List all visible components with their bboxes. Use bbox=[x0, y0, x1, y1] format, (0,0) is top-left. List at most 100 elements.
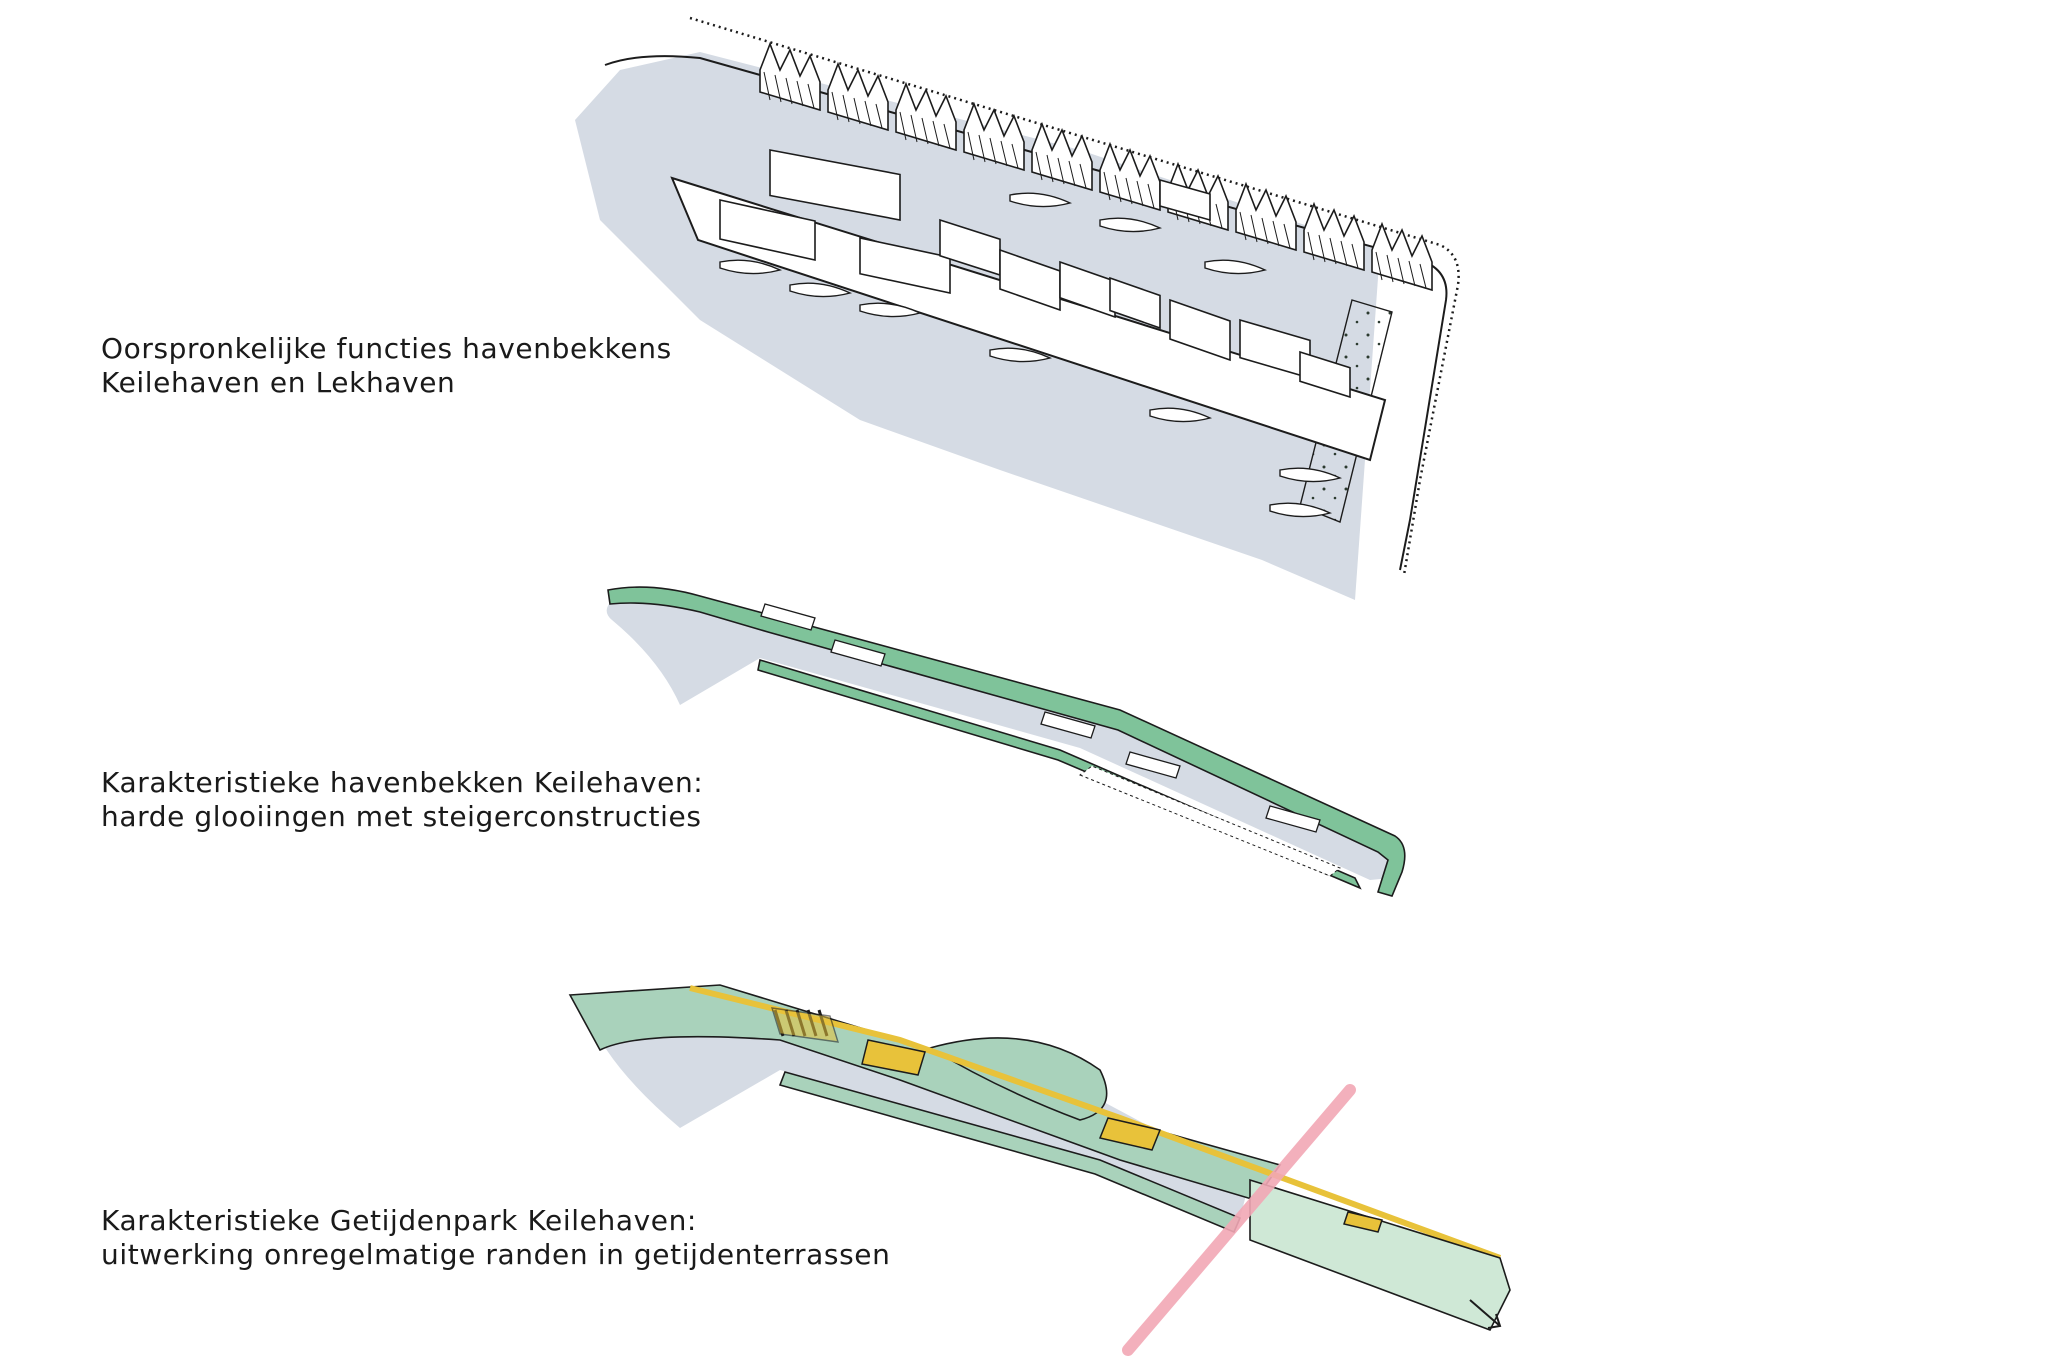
warehouse-hatch bbox=[1318, 234, 1326, 263]
caption-2-line-2: harde glooiingen met steigerconstructies bbox=[101, 800, 702, 833]
caption-tidal-park: Karakteristieke Getijdenpark Keilehaven:… bbox=[101, 1204, 890, 1272]
pink-axis-line bbox=[1122, 1084, 1356, 1356]
boat bbox=[719, 259, 783, 275]
boat bbox=[1149, 407, 1213, 423]
warehouse-hatch bbox=[1386, 254, 1394, 283]
warehouse-roof bbox=[1235, 181, 1297, 252]
boat bbox=[859, 302, 923, 318]
quay-structure bbox=[1040, 711, 1096, 739]
warehouse-roof bbox=[1031, 121, 1093, 192]
pier-building bbox=[1109, 276, 1161, 330]
warehouse bbox=[1303, 201, 1365, 272]
warehouse-hatch bbox=[1125, 177, 1133, 205]
warehouse-hatch bbox=[1307, 231, 1315, 261]
warehouse-hatch bbox=[989, 137, 997, 165]
pier-building bbox=[769, 149, 901, 221]
warehouse bbox=[827, 61, 889, 132]
ramp-base bbox=[771, 1007, 839, 1043]
caption-original-functions: Oorspronkelijke functies havenbekkens Ke… bbox=[101, 332, 672, 400]
warehouse-hatch bbox=[978, 134, 986, 163]
warehouse-hatch bbox=[1419, 263, 1427, 289]
ramp-3 bbox=[771, 1007, 839, 1043]
warehouse-hatch bbox=[1283, 223, 1291, 249]
caption-2-line-1: Karakteristieke havenbekken Keilehaven: bbox=[101, 766, 704, 799]
warehouse-hatch bbox=[864, 100, 872, 127]
pavilion-2 bbox=[1098, 1117, 1162, 1151]
pier-building bbox=[859, 237, 951, 294]
warehouse-hatch bbox=[1408, 260, 1416, 287]
warehouse bbox=[963, 101, 1025, 172]
grid-quay-2 bbox=[1078, 765, 1341, 877]
warehouse-hatch bbox=[853, 97, 861, 125]
warehouse-hatch bbox=[1046, 154, 1054, 183]
warehouse bbox=[1031, 121, 1093, 192]
warehouse-row-top bbox=[759, 41, 1433, 292]
warehouse bbox=[895, 81, 957, 152]
warehouse-hatch bbox=[1057, 157, 1065, 185]
warehouse-hatch bbox=[1272, 220, 1280, 247]
warehouse-hatch bbox=[807, 83, 815, 109]
pier-structures-2 bbox=[760, 603, 1321, 833]
warehouse-hatch bbox=[1261, 217, 1269, 245]
warehouse-hatch bbox=[1035, 151, 1043, 181]
pier-building bbox=[1169, 298, 1231, 362]
sketch-tidal-park bbox=[568, 984, 1511, 1356]
pier-building bbox=[1159, 178, 1211, 222]
warehouse-hatch bbox=[1011, 143, 1019, 169]
warehouse-hatch bbox=[785, 77, 793, 105]
warehouse bbox=[1371, 221, 1433, 292]
warehouse-hatch bbox=[796, 80, 804, 107]
warehouse-hatch bbox=[967, 131, 975, 161]
warehouse-hatch bbox=[842, 94, 850, 123]
pier-building bbox=[719, 199, 816, 261]
warehouse-hatch bbox=[1103, 171, 1111, 201]
pavilion-3 bbox=[1343, 1211, 1383, 1233]
boat bbox=[789, 282, 853, 298]
pier-building bbox=[1059, 260, 1116, 319]
warehouse-roof bbox=[1371, 221, 1433, 292]
warehouse bbox=[1099, 141, 1161, 212]
quay-structure bbox=[1265, 805, 1321, 833]
caption-1-line-2: Keilehaven en Lekhaven bbox=[101, 366, 456, 399]
warehouse-roof bbox=[1099, 141, 1161, 212]
warehouse-roof bbox=[963, 101, 1025, 172]
warehouse-roof bbox=[827, 61, 889, 132]
boats-1 bbox=[719, 192, 1343, 518]
quay-structure bbox=[760, 603, 816, 631]
warehouse-hatch bbox=[1340, 240, 1348, 267]
caption-harbour-basin: Karakteristieke havenbekken Keilehaven: … bbox=[101, 766, 703, 834]
warehouse bbox=[759, 41, 821, 112]
pier-building bbox=[999, 248, 1061, 312]
harbour-water-3 bbox=[585, 1000, 1250, 1218]
warehouse-hatch bbox=[763, 71, 771, 101]
warehouse-hatch bbox=[1215, 203, 1223, 229]
warehouse-roof bbox=[895, 81, 957, 152]
boat bbox=[1279, 467, 1343, 483]
quay-structure bbox=[830, 639, 886, 667]
warehouse-hatch bbox=[1375, 251, 1383, 281]
green-quay-bottom bbox=[757, 658, 1362, 890]
warehouse-hatch bbox=[1079, 163, 1087, 189]
warehouse-hatch bbox=[875, 103, 883, 129]
warehouse-hatch bbox=[1114, 174, 1122, 203]
warehouse-hatch bbox=[921, 117, 929, 145]
warehouse-hatch bbox=[932, 120, 940, 147]
warehouse-hatch bbox=[1329, 237, 1337, 265]
boat bbox=[1269, 502, 1333, 518]
warehouse-hatch bbox=[910, 114, 918, 143]
caption-3-line-1: Karakteristieke Getijdenpark Keilehaven: bbox=[101, 1204, 697, 1237]
warehouse-hatch bbox=[1068, 160, 1076, 187]
warehouse-hatch bbox=[1351, 243, 1359, 269]
park-end-light bbox=[1249, 1178, 1511, 1332]
green-quay-top bbox=[607, 586, 1406, 897]
warehouse bbox=[1235, 181, 1297, 252]
warehouse-hatch bbox=[1147, 183, 1155, 209]
warehouse-hatch bbox=[1397, 257, 1405, 285]
warehouse-hatch bbox=[1000, 140, 1008, 167]
sketch-original-harbour bbox=[575, 16, 1460, 600]
warehouse-hatch bbox=[1136, 180, 1144, 207]
warehouse-hatch bbox=[831, 91, 839, 121]
boat bbox=[1099, 217, 1163, 233]
